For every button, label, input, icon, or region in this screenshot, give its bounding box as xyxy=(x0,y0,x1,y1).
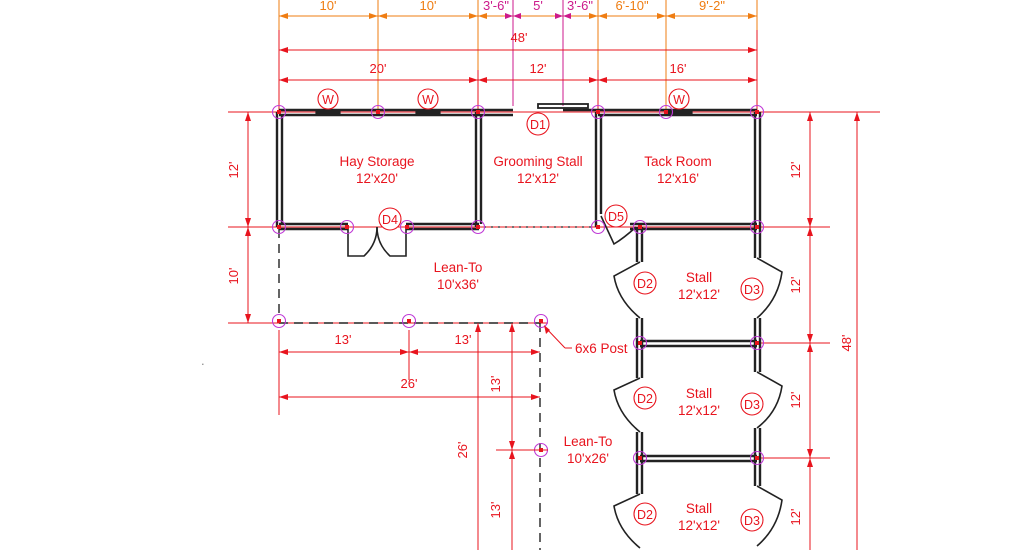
bay-dim-5: 3'-6" xyxy=(567,0,593,13)
stall-2-depth-dim: 12' xyxy=(788,392,803,409)
lean-to-side-name: Lean-To xyxy=(564,434,613,449)
door-tag-d3-stall2: D3 xyxy=(744,398,760,412)
right-dimension-labels: 12' 12' 12' 12' 48' xyxy=(788,162,854,526)
lean-to-main-size: 10'x36' xyxy=(437,277,479,292)
stall-2-name: Stall xyxy=(686,386,712,401)
overall-depth-dim: 48' xyxy=(839,335,854,352)
door-tag-d4: D4 xyxy=(382,213,398,227)
window-tag-2: W xyxy=(422,93,434,107)
stall-1-size: 12'x12' xyxy=(678,287,720,302)
overall-width-dim: 48' xyxy=(511,30,528,45)
side-lower-dim: 13' xyxy=(488,502,503,519)
door-d1-slider xyxy=(537,103,589,109)
door-tag-d2-stall3: D2 xyxy=(637,508,653,522)
tack-depth-dim: 12' xyxy=(788,162,803,179)
hay-storage-name: Hay Storage xyxy=(339,154,414,169)
tack-room-name: Tack Room xyxy=(644,154,712,169)
section-dim-tack: 16' xyxy=(670,61,687,76)
lean-to-dimension-lines xyxy=(278,323,572,550)
stray-mark: . xyxy=(201,353,205,368)
grooming-stall-name: Grooming Stall xyxy=(493,154,582,169)
tack-room-size: 12'x16' xyxy=(657,171,699,186)
lean-to-depth-dim: 10' xyxy=(226,268,241,285)
bay-dim-6: 6'-10" xyxy=(615,0,649,13)
bay-dim-4: 5' xyxy=(533,0,543,13)
lean-to-width-dim: 26' xyxy=(401,376,418,391)
stall-2-size: 12'x12' xyxy=(678,403,720,418)
door-tag-d3-stall3: D3 xyxy=(744,514,760,528)
walls xyxy=(275,108,762,494)
stall-3-size: 12'x12' xyxy=(678,518,720,533)
stall-1-depth-dim: 12' xyxy=(788,277,803,294)
section-dim-hay: 20' xyxy=(370,61,387,76)
lean-to-main-name: Lean-To xyxy=(434,260,483,275)
section-dim-grooming: 12' xyxy=(530,61,547,76)
tag-labels: W W W D1 D4 D5 D2 D2 D2 D3 D3 D3 xyxy=(322,93,760,528)
door-tag-d2-stall2: D2 xyxy=(637,392,653,406)
stall-3-depth-dim: 12' xyxy=(788,509,803,526)
post-note-label: 6x6 Post xyxy=(575,341,628,356)
lean-to-side-size: 10'x26' xyxy=(567,451,609,466)
bay-dim-7: 9'-2" xyxy=(699,0,725,13)
window-tag-1: W xyxy=(322,93,334,107)
windows xyxy=(315,109,693,116)
door-tag-d5: D5 xyxy=(608,210,624,224)
stall-1-name: Stall xyxy=(686,270,712,285)
door-tag-d1: D1 xyxy=(530,118,546,132)
hay-depth-dim: 12' xyxy=(226,162,241,179)
room-labels: Hay Storage 12'x20' Grooming Stall 12'x1… xyxy=(339,154,719,533)
bay-dim-3: 3'-6" xyxy=(483,0,509,13)
bay-dim-1: 10' xyxy=(320,0,337,13)
side-upper-dim: 13' xyxy=(488,376,503,393)
bay-dim-2: 10' xyxy=(420,0,437,13)
top-dimension-labels: 10' 10' 3'-6" 5' 3'-6" 6'-10" 9'-2" 48' … xyxy=(320,0,726,76)
tag-circles xyxy=(317,88,764,532)
grooming-stall-size: 12'x12' xyxy=(517,171,559,186)
left-dimension-labels: 12' 10' xyxy=(226,162,241,285)
door-tag-d2-stall1: D2 xyxy=(637,277,653,291)
right-dimension-lines xyxy=(807,112,860,550)
lean-to-outline xyxy=(278,229,541,550)
stall-3-name: Stall xyxy=(686,501,712,516)
door-swings xyxy=(347,215,783,549)
left-dimension-lines xyxy=(245,112,251,323)
side-total-dim: 26' xyxy=(455,442,470,459)
window-tag-3: W xyxy=(673,93,685,107)
post-spacing-dim-b: 13' xyxy=(455,332,472,347)
hay-storage-size: 12'x20' xyxy=(356,171,398,186)
door-tag-d3-stall1: D3 xyxy=(744,283,760,297)
post-spacing-dim-a: 13' xyxy=(335,332,352,347)
lean-to-dimension-labels: 13' 13' 26' 13' 13' 26' 6x6 Post xyxy=(335,332,628,518)
